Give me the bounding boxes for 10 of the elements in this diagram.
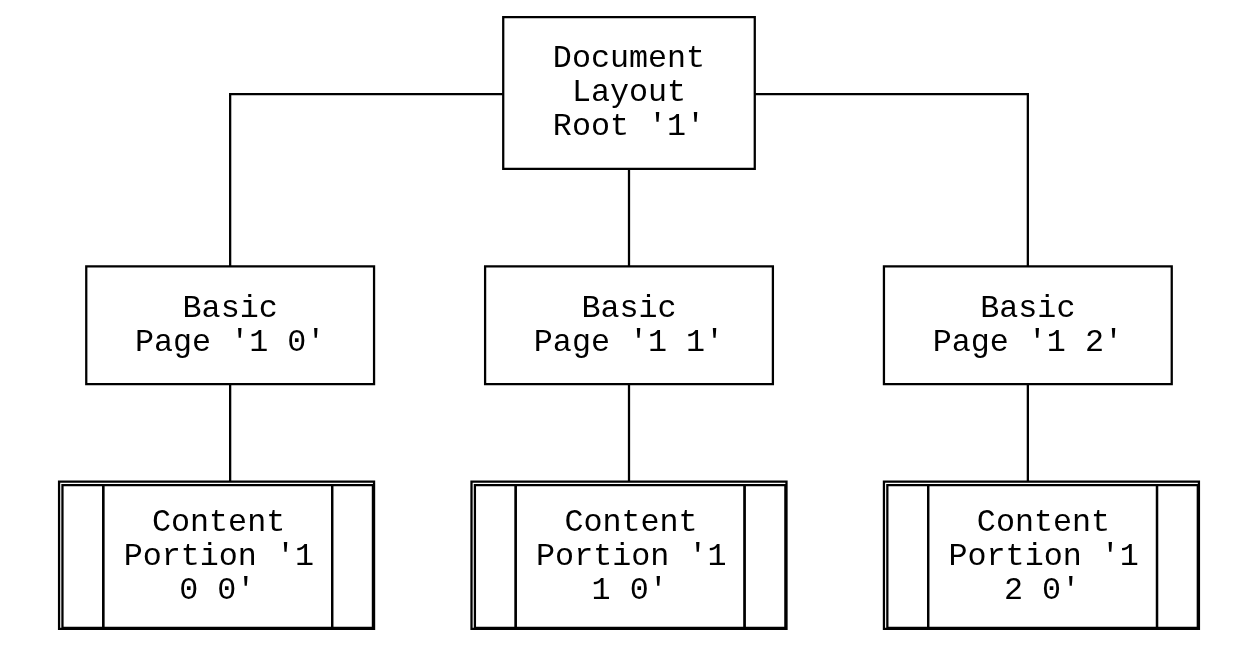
node-box: Basic Page '1 1' (483, 265, 774, 386)
connector (627, 169, 630, 266)
connector (228, 384, 231, 482)
node-box: Basic Page '1 2' (882, 265, 1173, 386)
connector (754, 93, 1029, 267)
node-box: Document Layout Root '1' (501, 15, 756, 171)
connector (627, 384, 630, 482)
connector (1026, 384, 1029, 482)
node-box: Basic Page '1 0' (84, 265, 375, 386)
connector (228, 93, 503, 267)
